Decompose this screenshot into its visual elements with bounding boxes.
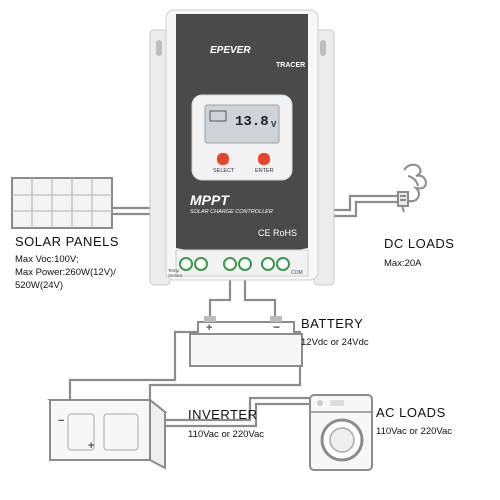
- terminal-bat-negative: [238, 257, 252, 271]
- battery-plus-sign: +: [206, 322, 212, 334]
- ac-loads-title: AC LOADS: [376, 405, 446, 420]
- mppt-title: MPPT: [190, 192, 229, 208]
- dc-loads-spec: Max:20A: [384, 258, 422, 269]
- terminal-load-negative: [276, 257, 290, 271]
- enter-button-label: ENTER: [255, 168, 274, 174]
- select-button-label: SELECT: [213, 168, 235, 174]
- inverter-title: INVERTER: [188, 407, 258, 422]
- inverter-wire-negative: [148, 330, 302, 402]
- bulb-icon: [397, 163, 428, 213]
- battery-wire-positive: [208, 275, 232, 318]
- inverter-plus-sign: +: [88, 440, 94, 452]
- inverter-graphic: − +: [47, 397, 168, 470]
- lcd-unit: V: [271, 120, 277, 129]
- cert-marks: CE RoHS: [258, 228, 298, 238]
- temp-sensor-label: Temp Sensor: [168, 268, 183, 278]
- brand-logo: EPEVER: [210, 45, 251, 56]
- washing-machine-icon: [309, 394, 373, 471]
- terminal-pv-negative: [194, 257, 208, 271]
- inverter-spec: 110Vac or 220Vac: [188, 429, 265, 440]
- battery-graphic: + −: [189, 316, 303, 367]
- terminals: [179, 257, 290, 271]
- solar-spec-line-1: Max Voc:100V;: [15, 254, 79, 265]
- ac-loads-spec: 110Vac or 220Vac: [376, 426, 453, 437]
- solar-spec-line-3: 520W(24V): [15, 280, 64, 291]
- terminal-pv-positive: [179, 257, 193, 271]
- com-label: COM: [291, 270, 303, 276]
- inverter-minus-sign: −: [58, 415, 64, 427]
- solar-panels-title: SOLAR PANELS: [15, 234, 120, 249]
- inverter-wire-positive: [68, 330, 200, 402]
- dc-loads-title: DC LOADS: [384, 236, 455, 251]
- lcd-reading: 13.8: [235, 114, 269, 130]
- charge-controller: [149, 9, 335, 286]
- model-label: TRACER: [276, 62, 306, 69]
- solar-panel: [11, 177, 113, 229]
- battery-spec: 12Vdc or 24Vdc: [301, 337, 369, 348]
- terminal-bat-positive: [223, 257, 237, 271]
- battery-title: BATTERY: [301, 316, 364, 331]
- terminal-load-positive: [261, 257, 275, 271]
- battery-wire-negative: [243, 275, 277, 318]
- solar-spec-line-2: Max Power:260W(12V)/: [15, 267, 116, 278]
- battery-minus-sign: −: [273, 320, 280, 334]
- controller-subtitle: SOLAR CHARGE CONTROLLER: [190, 209, 273, 215]
